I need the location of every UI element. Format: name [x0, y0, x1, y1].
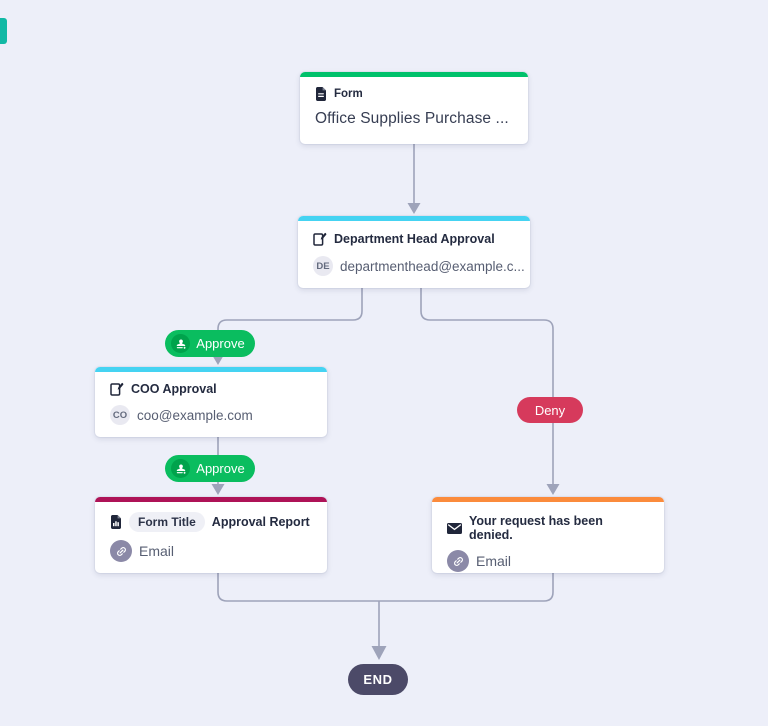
connector-depthead-to-coo	[217, 288, 363, 356]
form-title: Office Supplies Purchase ...	[315, 110, 509, 127]
branch-deny-badge[interactable]: Deny	[517, 397, 583, 423]
form-accent-bar	[300, 72, 528, 77]
coo-assignee: coo@example.com	[137, 407, 253, 423]
denied-accent-bar	[432, 497, 664, 502]
deny-badge-label: Deny	[534, 402, 566, 418]
approval-stamp-icon	[110, 382, 124, 396]
approval-accent-bar	[95, 367, 327, 372]
arrowhead-depthead	[407, 203, 421, 214]
link-icon	[447, 550, 469, 572]
form-title-field-badge: Form Title	[129, 512, 205, 532]
connector-denied-to-merge	[379, 573, 554, 602]
link-icon	[110, 540, 132, 562]
arrowhead-end	[371, 646, 387, 660]
branch-approve-badge-1[interactable]: Approve	[165, 330, 255, 357]
coo-avatar: CO	[110, 405, 130, 425]
node-approval-report-email[interactable]: Form Title Approval Report Email	[95, 497, 327, 573]
approval-report-title: Approval Report	[211, 515, 310, 529]
node-coo-approval[interactable]: COO Approval CO coo@example.com	[95, 367, 327, 437]
approval-accent-bar	[298, 216, 530, 221]
node-denied-email[interactable]: Your request has been denied. Email	[432, 497, 664, 573]
node-department-head-approval[interactable]: Department Head Approval DE departmenthe…	[298, 216, 530, 288]
approval-stamp-icon	[313, 232, 327, 246]
report-document-icon	[110, 515, 122, 529]
approve-stamp-icon	[171, 334, 191, 353]
branch-approve-badge-2[interactable]: Approve	[165, 455, 255, 482]
approve-stamp-icon	[171, 459, 191, 478]
connector-depthead-to-deny	[420, 288, 554, 486]
denied-channel-label: Email	[476, 553, 512, 569]
end-label: END	[363, 672, 393, 687]
denied-email-title: Your request has been denied.	[469, 514, 603, 542]
form-kind-label: Form	[334, 88, 363, 100]
report-channel-label: Email	[139, 543, 175, 559]
dept-head-title: Department Head Approval	[334, 232, 495, 246]
dept-head-avatar: DE	[313, 256, 333, 276]
approve-badge-label: Approve	[196, 336, 245, 351]
arrowhead-report	[211, 484, 225, 495]
envelope-icon	[447, 522, 462, 534]
node-form[interactable]: Form Office Supplies Purchase ...	[300, 72, 528, 144]
document-icon	[315, 87, 327, 101]
arrowhead-denied	[546, 484, 560, 495]
end-node[interactable]: END	[348, 664, 408, 695]
connector-report-to-merge	[217, 573, 379, 602]
cropped-panel-edge	[0, 18, 7, 44]
dept-head-assignee: departmenthead@example.c...	[340, 258, 525, 274]
report-accent-bar	[95, 497, 327, 502]
approve-badge-label: Approve	[196, 461, 245, 476]
coo-title: COO Approval	[131, 382, 217, 396]
